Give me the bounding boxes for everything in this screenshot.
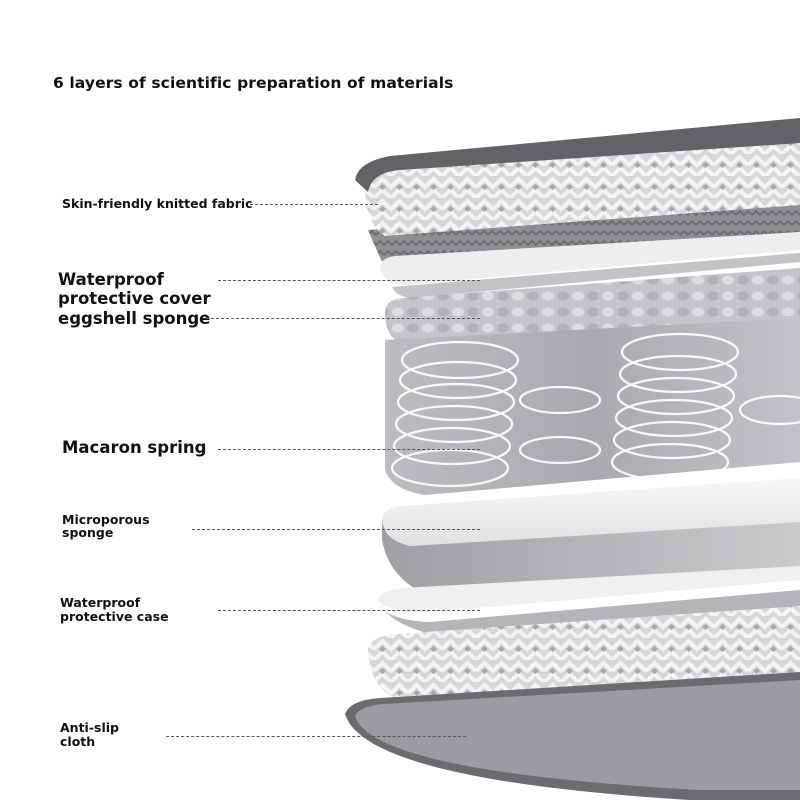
waterproof-case-layer	[378, 566, 800, 636]
label-waterproof-cover-line2: protective cover	[58, 289, 211, 309]
knitted-fabric-layer	[355, 118, 800, 262]
label-waterproof-case-line2: protective case	[60, 609, 169, 624]
waterproof-cover-layer	[380, 232, 800, 298]
label-eggshell-sponge: eggshell sponge	[58, 308, 211, 328]
leader-knitted-fabric	[250, 204, 378, 205]
label-anti-slip-line2: cloth	[60, 734, 96, 749]
leader-microporous-sponge	[192, 529, 480, 530]
eggshell-sponge-layer	[385, 268, 800, 344]
label-microporous-sponge: Microporous sponge	[62, 512, 150, 540]
label-anti-slip-cloth: Anti-slip cloth	[60, 721, 119, 749]
page-title: 6 layers of scientific preparation of ma…	[53, 74, 454, 92]
label-waterproof-case-line1: Waterproof	[60, 595, 141, 610]
label-waterproof-case: Waterproof protective case	[60, 596, 169, 624]
leader-waterproof-cover	[218, 280, 480, 281]
leader-macaron-spring	[218, 449, 480, 450]
label-knitted-fabric: Skin-friendly knitted fabric	[62, 196, 253, 211]
label-microporous-line2: sponge	[62, 524, 114, 540]
label-waterproof-cover-line1: Waterproof	[58, 270, 164, 289]
anti-slip-cloth-layer	[345, 606, 800, 800]
label-waterproof-cover: Waterproof protective cover eggshell spo…	[58, 270, 211, 328]
leader-anti-slip-cloth	[166, 736, 466, 737]
label-microporous-line1: Microporous	[62, 512, 150, 527]
leader-waterproof-case	[218, 610, 480, 611]
leader-eggshell-sponge	[206, 318, 480, 319]
spring-core-layer	[385, 318, 800, 495]
label-anti-slip-line1: Anti-slip	[60, 720, 119, 735]
label-macaron-spring: Macaron spring	[62, 438, 207, 457]
